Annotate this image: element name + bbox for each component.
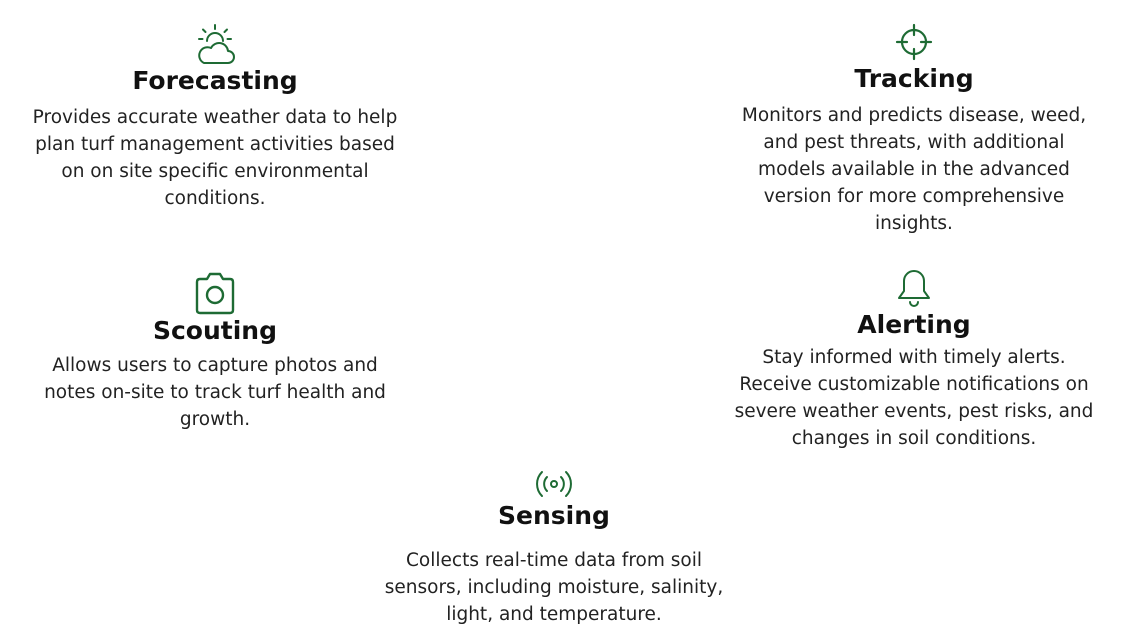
feature-description: Allows users to capture photos and notes… — [44, 355, 386, 430]
sensor-signal-icon — [376, 469, 732, 501]
feature-forecasting: Forecasting Provides accurate weather da… — [30, 22, 400, 212]
feature-title: Tracking — [854, 64, 974, 93]
crosshair-target-icon — [730, 22, 1098, 64]
feature-description: Monitors and predicts disease, weed, and… — [741, 105, 1087, 234]
feature-tracking: Tracking Monitors and predicts disease, … — [730, 22, 1098, 237]
weather-sun-cloud-icon — [30, 22, 400, 66]
feature-description: Collects real-time data from soil sensor… — [384, 550, 724, 625]
bell-icon — [730, 268, 1098, 310]
camera-icon — [30, 270, 400, 316]
feature-title: Sensing — [498, 501, 610, 530]
feature-description: Stay informed with timely alerts. Receiv… — [734, 347, 1094, 449]
feature-title: Alerting — [857, 310, 971, 339]
feature-sensing: Sensing Collects real-time data from soi… — [376, 469, 732, 628]
feature-title: Scouting — [152, 316, 277, 345]
feature-description: Provides accurate weather data to help p… — [32, 107, 398, 209]
feature-title: Forecasting — [132, 66, 298, 95]
feature-alerting: Alerting Stay informed with timely alert… — [730, 268, 1098, 452]
feature-scouting: Scouting Allows users to capture photos … — [30, 270, 400, 433]
